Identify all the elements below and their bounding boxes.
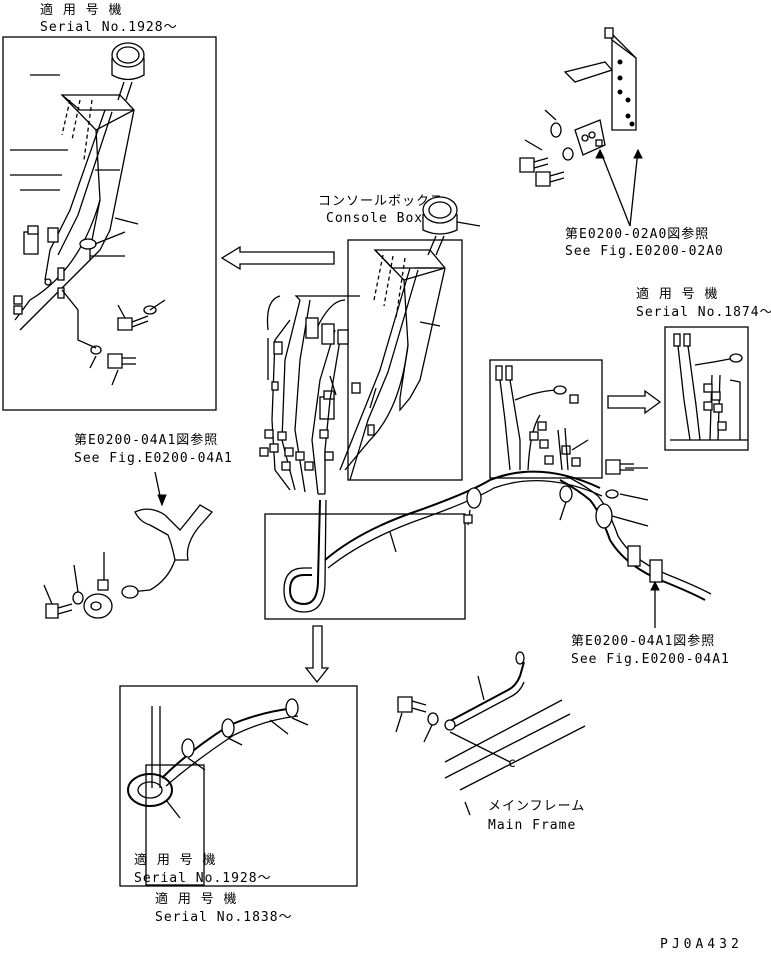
- horn-assembly: [43, 471, 214, 619]
- bolt-icon: [397, 696, 427, 713]
- inset-bottom-left: [119, 685, 358, 887]
- down-arrow-icon: [304, 625, 330, 684]
- harness-bundle: [259, 295, 360, 495]
- serial-1928-bottom-jp: 適 用 号 機: [134, 852, 216, 868]
- bolt-icon: [519, 157, 549, 173]
- serial-1838-jp: 適 用 号 機: [155, 891, 237, 907]
- bolt-icon: [535, 171, 565, 187]
- ref-04a1-left-jp: 第E0200-04A1図参照: [74, 432, 218, 448]
- serial-1874-en: Serial No.1874～: [636, 305, 771, 320]
- horn-icon: [83, 593, 113, 619]
- bolt-icon: [107, 353, 136, 369]
- serial-1928-top-en: Serial No.1928～: [40, 20, 178, 35]
- serial-1928-bottom-en: Serial No.1928～: [134, 871, 272, 886]
- frame-mark: c: [508, 756, 517, 771]
- ref-02a0-jp: 第E0200-02A0図参照: [565, 226, 709, 242]
- console-box: [319, 196, 481, 481]
- ref-04a1-right-en: See Fig.E0200-04A1: [571, 652, 730, 667]
- drawing-code: PJ0A432: [660, 937, 743, 952]
- main-frame-jp: メインフレーム: [488, 799, 585, 814]
- serial-1928-top-jp: 適 用 号 機: [40, 2, 122, 18]
- main-frame-en: Main Frame: [488, 818, 576, 833]
- serial-1838-en: Serial No.1838～: [155, 910, 293, 925]
- ref-04a1-left-en: See Fig.E0200-04A1: [74, 451, 233, 466]
- ref-04a1-right-jp: 第E0200-04A1図参照: [571, 633, 715, 649]
- bolt-icon: [45, 603, 73, 619]
- bolt-icon: [605, 459, 634, 475]
- inset-right: [664, 326, 749, 451]
- bolt-icon: [117, 315, 149, 331]
- right-arrow-icon: [607, 389, 662, 415]
- left-arrow-icon: [220, 245, 335, 271]
- serial-1874-jp: 適 用 号 機: [636, 286, 718, 302]
- harness-right-end: [559, 459, 712, 628]
- ref-02a0-en: See Fig.E0200-02A0: [565, 244, 724, 259]
- console-box-jp: コンソールボックス: [318, 194, 444, 209]
- routing-box: [264, 470, 603, 620]
- connector-detail-box: [489, 359, 603, 479]
- main-frame: [395, 651, 586, 816]
- inset-top-left: [2, 36, 217, 411]
- bracket-assembly: [519, 27, 643, 227]
- console-box-en: Console Box: [326, 211, 423, 226]
